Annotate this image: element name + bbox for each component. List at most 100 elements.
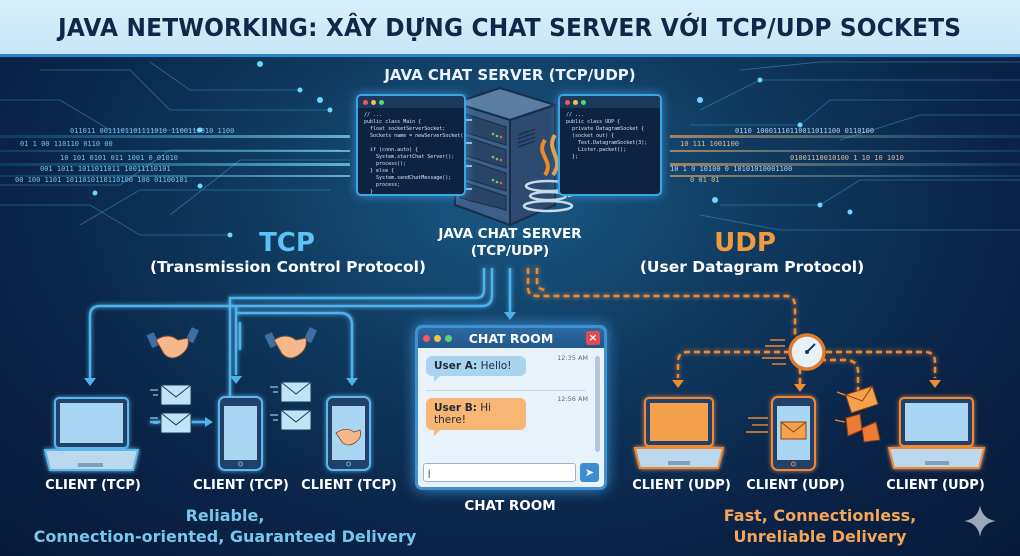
stopwatch-icon bbox=[788, 333, 826, 371]
motion-lines-tcp bbox=[150, 386, 278, 424]
svg-text:011011 0011101101111010 1100: 011011 0011101101111010 1100110010 1100 bbox=[70, 127, 234, 135]
server-tower-icon bbox=[451, 86, 559, 227]
sparkle-icon bbox=[964, 505, 996, 537]
chat-room-caption: CHAT ROOM bbox=[464, 498, 556, 514]
data-stream-left: 011011 0011101101111010 1100110010 1100 … bbox=[0, 127, 350, 184]
circuit-lines-right bbox=[690, 61, 1020, 231]
circuit-nodes-right bbox=[697, 77, 853, 215]
page-title: JAVA NETWORKING: XÂY DỰNG CHAT SERVER VỚ… bbox=[58, 12, 962, 42]
udp-heading: UDP bbox=[714, 228, 776, 258]
data-stream-right: 0110 10001110110011011100 0110100 10 111… bbox=[670, 127, 1020, 184]
message-timestamp: 12:35 AM bbox=[557, 354, 588, 362]
circuit-nodes-left bbox=[92, 61, 333, 238]
minimize-dot-icon bbox=[371, 99, 376, 105]
server-label-line1: JAVA CHAT SERVER bbox=[438, 226, 582, 242]
server-label: JAVA CHAT SERVER (TCP/UDP) bbox=[415, 226, 605, 260]
envelope-icon bbox=[160, 412, 192, 434]
code-snippet-tcp: // ... public class Main { float socketS… bbox=[364, 112, 466, 195]
envelope-icon bbox=[844, 385, 879, 414]
svg-text:0 01 01: 0 01 01 bbox=[690, 176, 720, 184]
close-dot-icon bbox=[565, 99, 570, 105]
chat-room-window: CHAT ROOM × User A: Hello! 12:35 AM User… bbox=[415, 325, 607, 490]
handshake-icon bbox=[335, 428, 361, 446]
laptop-icon-tcp bbox=[43, 397, 140, 471]
handshake-icon bbox=[264, 327, 317, 359]
client-label-udp-2: CLIENT (UDP) bbox=[746, 478, 845, 493]
window-controls bbox=[423, 334, 452, 342]
message-text: Hello! bbox=[480, 360, 512, 372]
tcp-connection-lines bbox=[88, 268, 512, 424]
message-text: Hi there! bbox=[434, 402, 492, 426]
message-bubble: User B: Hi there! bbox=[426, 398, 526, 436]
message-divider bbox=[426, 390, 586, 391]
phone-icon-tcp bbox=[326, 396, 371, 471]
laptop-icon-udp bbox=[887, 397, 986, 469]
maximize-dot-icon bbox=[379, 99, 384, 105]
handshake-icon bbox=[146, 327, 199, 359]
maximize-dot-icon[interactable] bbox=[445, 334, 452, 342]
server-heading: JAVA CHAT SERVER (TCP/UDP) bbox=[384, 66, 636, 84]
udp-description-line1: Fast, Connectionless, bbox=[723, 506, 917, 525]
title-bar: JAVA NETWORKING: XÂY DỰNG CHAT SERVER VỚ… bbox=[0, 0, 1020, 57]
chat-window-header: CHAT ROOM × bbox=[418, 328, 604, 348]
circuit-lines-left bbox=[0, 61, 350, 236]
send-button[interactable]: ➤ bbox=[580, 463, 599, 482]
phone-icon-udp bbox=[771, 396, 816, 471]
client-label-udp-3: CLIENT (UDP) bbox=[886, 478, 985, 493]
udp-description-line2: Unreliable Delivery bbox=[733, 527, 907, 546]
tcp-subtitle: (Transmission Control Protocol) bbox=[149, 258, 427, 276]
code-snippet-udp: // ... public class UDP { private Datagr… bbox=[566, 112, 648, 160]
window-controls bbox=[560, 96, 660, 108]
close-dot-icon bbox=[363, 99, 368, 105]
svg-text:01 1 00 110110 0110 00: 01 1 00 110110 0110 00 bbox=[20, 140, 113, 148]
message-bubble: User A: Hello! bbox=[426, 356, 526, 382]
server-label-line2: (TCP/UDP) bbox=[470, 243, 550, 259]
message-input[interactable] bbox=[423, 463, 576, 482]
envelope-icon bbox=[780, 421, 807, 440]
message-list: User A: Hello! 12:35 AM User B: Hi there… bbox=[418, 348, 604, 466]
tcp-description: Reliable, Connection-oriented, Guarantee… bbox=[30, 505, 420, 547]
svg-text:0110 10001110110011011100: 0110 10001110110011011100 0110100 bbox=[735, 127, 874, 135]
svg-text:10 1 0 10100 0 101010100011: 10 1 0 10100 0 10101010001100 bbox=[670, 165, 792, 173]
client-label-udp-1: CLIENT (UDP) bbox=[632, 478, 731, 493]
close-icon[interactable]: × bbox=[586, 331, 600, 345]
envelope-icon bbox=[160, 384, 192, 406]
client-label-tcp-1: CLIENT (TCP) bbox=[45, 478, 141, 493]
svg-text:00 100 1101 10110101101101: 00 100 1101 1011010110110100 100 0110010… bbox=[15, 176, 188, 184]
message-timestamp: 12:56 AM bbox=[557, 395, 588, 403]
udp-description: Fast, Connectionless, Unreliable Deliver… bbox=[700, 505, 940, 547]
client-label-tcp-2: CLIENT (TCP) bbox=[193, 478, 289, 493]
code-panel-udp: // ... public class UDP { private Datagr… bbox=[558, 94, 662, 196]
message-sender: User B: bbox=[434, 402, 477, 414]
chat-window-title: CHAT ROOM bbox=[468, 330, 554, 346]
envelope-icon bbox=[280, 409, 312, 431]
client-label-tcp-3: CLIENT (TCP) bbox=[301, 478, 397, 493]
scrollbar[interactable] bbox=[595, 356, 600, 452]
svg-text:10 101 0101 011 1001 0: 10 101 0101 011 1001 0 01010 bbox=[60, 154, 178, 162]
svg-text:001 1011 1011011011 10011110: 001 1011 1011011011 10011110101 bbox=[40, 165, 171, 173]
phone-icon-tcp bbox=[218, 396, 263, 471]
envelope-icon bbox=[280, 381, 312, 403]
maximize-dot-icon bbox=[581, 99, 586, 105]
udp-connection-lines bbox=[526, 268, 937, 392]
window-controls bbox=[358, 96, 464, 108]
udp-arrowheads bbox=[672, 380, 941, 392]
laptop-icon-udp bbox=[633, 397, 725, 469]
minimize-dot-icon bbox=[573, 99, 578, 105]
minimize-dot-icon[interactable] bbox=[434, 334, 441, 342]
udp-subtitle: (User Datagram Protocol) bbox=[639, 258, 865, 276]
tcp-heading: TCP bbox=[259, 228, 315, 258]
message-sender: User A: bbox=[434, 360, 478, 372]
svg-text:01001110010100 1 10 10 101: 01001110010100 1 10 10 1010 bbox=[790, 154, 904, 162]
svg-text:10 111 1001100: 10 111 1001100 bbox=[680, 140, 739, 148]
tcp-arrowheads bbox=[84, 312, 516, 427]
broken-envelope-icon bbox=[845, 413, 881, 443]
tcp-description-line1: Reliable, bbox=[185, 506, 265, 525]
code-panel-tcp: // ... public class Main { float socketS… bbox=[356, 94, 466, 196]
send-icon: ➤ bbox=[584, 466, 595, 479]
motion-lines-udp bbox=[746, 339, 846, 433]
tcp-description-line2: Connection-oriented, Guaranteed Delivery bbox=[33, 527, 417, 546]
chat-input-row: ➤ bbox=[423, 463, 599, 482]
close-dot-icon[interactable] bbox=[423, 334, 430, 342]
diagram-canvas: 011011 0011101101111010 1100110010 1100 … bbox=[0, 61, 1020, 471]
